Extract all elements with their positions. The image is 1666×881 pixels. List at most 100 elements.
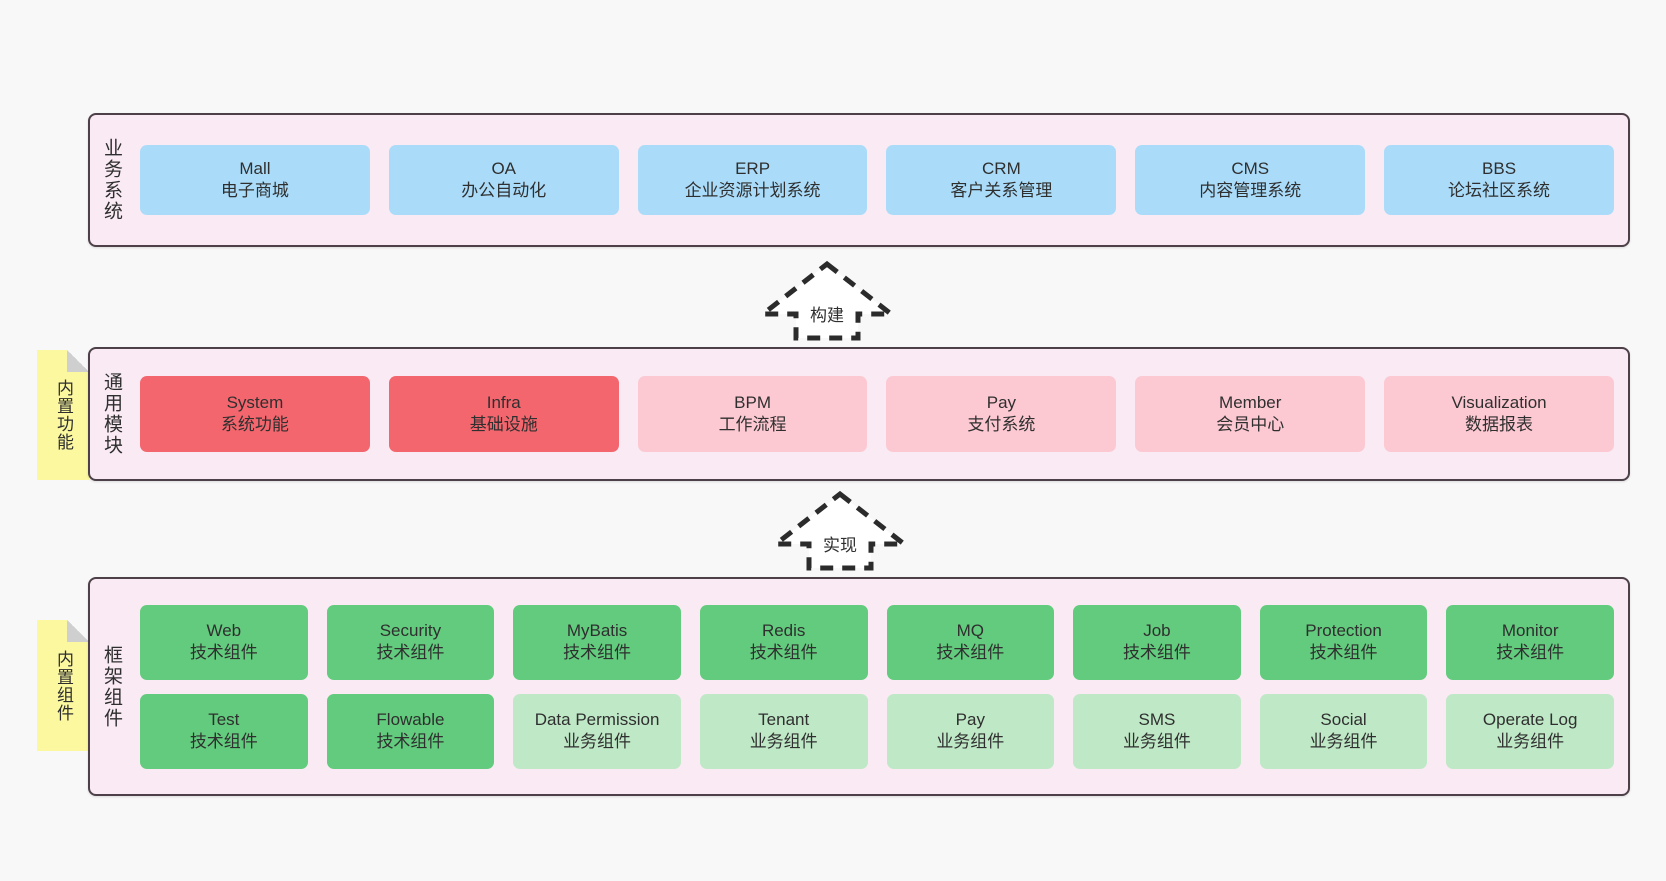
card-title: Web — [206, 621, 242, 641]
card-title: ERP — [735, 159, 771, 179]
card-visualization[interactable]: Visualization 数据报表 — [1384, 376, 1614, 452]
card-title: Social — [1320, 710, 1367, 730]
card-flowable[interactable]: Flowable 技术组件 — [326, 693, 495, 769]
card-subtitle: 技术组件 — [936, 643, 1005, 662]
card-title: Pay — [986, 393, 1017, 413]
card-subtitle: 技术组件 — [1309, 643, 1378, 662]
card-sms[interactable]: SMS 业务组件 — [1073, 693, 1241, 769]
card-subtitle: 技术组件 — [563, 643, 632, 662]
card-subtitle: 技术组件 — [1122, 643, 1191, 662]
card-erp[interactable]: ERP 企业资源计划系统 — [637, 145, 868, 215]
arrow-up-icon — [757, 260, 897, 341]
layer-business-system: 业务系统 Mall 电子商城 OA 办公自动化 ERP 企业资源计划系统 CRM — [88, 113, 1630, 247]
card-subtitle: 内容管理系统 — [1199, 181, 1302, 200]
card-mybatis[interactable]: MyBatis 技术组件 — [513, 604, 681, 680]
card-subtitle: 技术组件 — [189, 732, 258, 751]
card-cms[interactable]: CMS 内容管理系统 — [1135, 145, 1366, 215]
note-builtin-component: 内置组件 — [37, 620, 89, 751]
layer-common-module: 通用模块 System 系统功能 Infra 基础设施 BPM 工作流程 Pay — [88, 347, 1630, 481]
card-job[interactable]: Job 技术组件 — [1073, 604, 1241, 680]
card-title: BPM — [734, 393, 771, 413]
card-title: CRM — [982, 159, 1021, 179]
card-protection[interactable]: Protection 技术组件 — [1259, 604, 1428, 680]
card-subtitle: 数据报表 — [1465, 415, 1534, 434]
card-subtitle: 支付系统 — [967, 415, 1036, 434]
card-title: Visualization — [1451, 393, 1547, 413]
card-subtitle: 会员中心 — [1216, 415, 1285, 434]
card-bpm[interactable]: BPM 工作流程 — [637, 376, 868, 452]
card-social[interactable]: Social 业务组件 — [1259, 693, 1428, 769]
card-title: BBS — [1482, 159, 1517, 179]
arrow-build: 构建 — [757, 258, 897, 342]
card-row: Test 技术组件 Flowable 技术组件 Data Permission … — [140, 693, 1614, 769]
card-operate-log[interactable]: Operate Log 业务组件 — [1446, 693, 1614, 769]
card-title: MyBatis — [566, 621, 628, 641]
card-row: System 系统功能 Infra 基础设施 BPM 工作流程 Pay 支付系统… — [140, 376, 1614, 452]
card-subtitle: 客户关系管理 — [950, 181, 1053, 200]
card-pay-component[interactable]: Pay 业务组件 — [886, 693, 1055, 769]
card-subtitle: 业务组件 — [1122, 732, 1191, 751]
card-title: MQ — [956, 621, 984, 641]
layer-framework-component-cards: Web 技术组件 Security 技术组件 MyBatis 技术组件 Redi… — [132, 579, 1628, 794]
card-data-permission[interactable]: Data Permission 业务组件 — [513, 693, 681, 769]
card-crm[interactable]: CRM 客户关系管理 — [886, 145, 1117, 215]
card-security[interactable]: Security 技术组件 — [326, 604, 495, 680]
card-subtitle: 系统功能 — [220, 415, 289, 434]
card-title: Infra — [486, 393, 521, 413]
card-subtitle: 论坛社区系统 — [1448, 181, 1551, 200]
card-title: System — [226, 393, 284, 413]
card-title: Data Permission — [534, 710, 660, 730]
layer-business-system-title: 业务系统 — [101, 138, 123, 222]
card-subtitle: 技术组件 — [749, 643, 818, 662]
card-row: Web 技术组件 Security 技术组件 MyBatis 技术组件 Redi… — [140, 604, 1614, 680]
card-subtitle: 业务组件 — [749, 732, 818, 751]
card-system[interactable]: System 系统功能 — [140, 376, 370, 452]
card-title: Pay — [955, 710, 985, 730]
card-mall[interactable]: Mall 电子商城 — [140, 145, 370, 215]
card-title: Mall — [239, 159, 271, 179]
card-title: Member — [1219, 393, 1282, 413]
card-monitor[interactable]: Monitor 技术组件 — [1446, 604, 1614, 680]
card-title: Job — [1143, 621, 1171, 641]
note-builtin-function: 内置功能 — [37, 350, 89, 480]
card-subtitle: 工作流程 — [718, 415, 787, 434]
card-title: Redis — [761, 621, 806, 641]
card-mq[interactable]: MQ 技术组件 — [886, 604, 1055, 680]
layer-common-module-title: 通用模块 — [101, 372, 123, 456]
card-title: SMS — [1138, 710, 1176, 730]
note-text: 内置功能 — [54, 379, 74, 451]
card-title: Operate Log — [1482, 710, 1578, 730]
layer-framework-component: 框架组件 Web 技术组件 Security 技术组件 MyBatis 技术组件… — [88, 577, 1630, 796]
card-test[interactable]: Test 技术组件 — [140, 693, 308, 769]
card-bbs[interactable]: BBS 论坛社区系统 — [1384, 145, 1614, 215]
arrow-build-label: 构建 — [810, 306, 844, 325]
card-subtitle: 办公自动化 — [461, 181, 547, 200]
arrow-up-icon — [770, 490, 910, 571]
card-title: OA — [491, 159, 517, 179]
card-infra[interactable]: Infra 基础设施 — [388, 376, 619, 452]
card-title: CMS — [1231, 159, 1270, 179]
card-pay[interactable]: Pay 支付系统 — [886, 376, 1117, 452]
card-subtitle: 业务组件 — [563, 732, 632, 751]
card-subtitle: 业务组件 — [936, 732, 1005, 751]
card-oa[interactable]: OA 办公自动化 — [388, 145, 619, 215]
card-tenant[interactable]: Tenant 业务组件 — [699, 693, 868, 769]
card-subtitle: 电子商城 — [220, 181, 289, 200]
arrow-realize: 实现 — [770, 488, 910, 572]
layer-common-module-cards: System 系统功能 Infra 基础设施 BPM 工作流程 Pay 支付系统… — [132, 349, 1628, 479]
note-text: 内置组件 — [54, 649, 74, 722]
card-title: Test — [208, 710, 240, 730]
card-subtitle: 技术组件 — [1496, 643, 1565, 662]
card-redis[interactable]: Redis 技术组件 — [699, 604, 868, 680]
card-title: Security — [379, 621, 442, 641]
layer-business-system-cards: Mall 电子商城 OA 办公自动化 ERP 企业资源计划系统 CRM 客户关系… — [132, 115, 1628, 245]
card-subtitle: 技术组件 — [376, 643, 445, 662]
arrow-realize-label: 实现 — [823, 536, 857, 555]
card-member[interactable]: Member 会员中心 — [1135, 376, 1366, 452]
card-subtitle: 技术组件 — [189, 643, 258, 662]
card-subtitle: 技术组件 — [376, 732, 445, 751]
card-web[interactable]: Web 技术组件 — [140, 604, 308, 680]
card-subtitle: 基础设施 — [469, 415, 538, 434]
card-subtitle: 业务组件 — [1309, 732, 1378, 751]
